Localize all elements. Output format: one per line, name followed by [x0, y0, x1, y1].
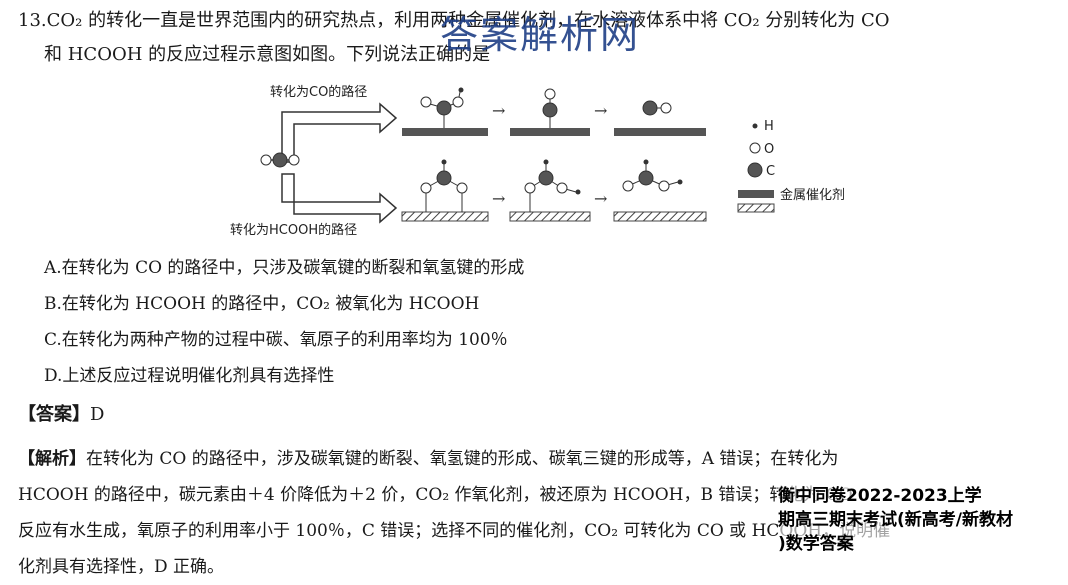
answer-value: D	[90, 404, 105, 425]
legend-h-label: H	[764, 119, 774, 134]
catalyst-2-bar-1	[401, 211, 489, 222]
answer-line: 【答案】D	[18, 402, 104, 428]
co-adsorbed	[542, 88, 558, 128]
option-b: B.在转化为 HCOOH 的路径中，CO₂ 被氧化为 HCOOH	[44, 294, 480, 314]
overlay-line-3: )数学答案	[778, 534, 854, 554]
svg-text:→: →	[492, 189, 505, 208]
path-hcooh-arrow	[281, 173, 398, 224]
reaction-diagram: 转化为CO的路径 转化为HCOOH的路径 → →	[230, 84, 845, 238]
analysis-line-4: 化剂具有选择性，D 正确。	[18, 557, 225, 577]
option-d: D.上述反应过程说明催化剂具有选择性	[44, 366, 335, 386]
path-hcooh-label: 转化为HCOOH的路径	[230, 222, 357, 238]
path-co-label: 转化为CO的路径	[270, 84, 367, 100]
hcooh-product	[622, 159, 683, 192]
svg-text:→: →	[492, 101, 505, 120]
option-a: A.在转化为 CO 的路径中，只涉及碳氧键的断裂和氧氢键的形成	[44, 258, 525, 278]
analysis-text-1: 在转化为 CO 的路径中，涉及碳氧键的断裂、氧氢键的形成、碳氧三键的形成等，A …	[86, 449, 839, 469]
hcoo-intermediate-2	[524, 159, 581, 212]
catalyst-2-bar-2	[509, 211, 591, 222]
overlay-line-1: 衡中同卷2022-2023上学	[778, 486, 982, 506]
hcoo-intermediate-1	[420, 159, 468, 212]
legend-c-label: C	[766, 164, 775, 179]
option-c: C.在转化为两种产物的过程中碳、氧原子的利用率均为 100％	[44, 330, 508, 350]
co2-molecule	[260, 152, 300, 168]
metal-catalyst-bar-2	[510, 128, 590, 136]
legend-o-marker	[749, 142, 761, 154]
co-product	[642, 100, 672, 116]
metal-catalyst-bar-3	[614, 128, 706, 136]
catalyst-2-bar-3	[613, 211, 707, 222]
question-line-1: 13.CO₂ 的转化一直是世界范围内的研究热点，利用两种金属催化剂，在水溶液体系…	[18, 10, 890, 31]
svg-text:→: →	[594, 189, 607, 208]
watermark: 答案解析网	[440, 13, 641, 57]
cooh-intermediate	[420, 87, 464, 128]
path-co-arrow	[281, 102, 398, 163]
legend-catalyst-2-marker	[737, 203, 775, 213]
analysis-line-2: HCOOH 的路径中，碳元素由＋4 价降低为＋2 价，CO₂ 作氧化剂，被还原为…	[18, 485, 853, 505]
legend-c-marker	[747, 162, 763, 178]
legend-o-label: O	[764, 142, 774, 157]
analysis-label: 【解析】	[18, 449, 86, 469]
answer-label: 【答案】	[18, 404, 90, 425]
overlay-line-2: 期高三期末考试(新高考/新教材	[778, 510, 1013, 530]
metal-catalyst-bar-1	[402, 128, 488, 136]
overlay-banner: 衡中同卷2022-2023上学 期高三期末考试(新高考/新教材 )数学答案	[778, 484, 1068, 556]
question-line-2: 和 HCOOH 的反应过程示意图如图。下列说法正确的是	[44, 44, 491, 65]
legend-metal-marker	[738, 190, 774, 198]
analysis-line-1: 【解析】在转化为 CO 的路径中，涉及碳氧键的断裂、氧氢键的形成、碳氧三键的形成…	[18, 446, 838, 472]
svg-text:→: →	[594, 101, 607, 120]
legend: H O C 金属催化剂	[737, 119, 845, 213]
legend-metal-label: 金属催化剂	[780, 187, 845, 203]
legend-h-marker	[752, 123, 758, 129]
analysis-line-3: 反应有水生成，氧原子的利用率小于 100％，C 错误；选择不同的催化剂，CO₂ …	[18, 521, 891, 541]
